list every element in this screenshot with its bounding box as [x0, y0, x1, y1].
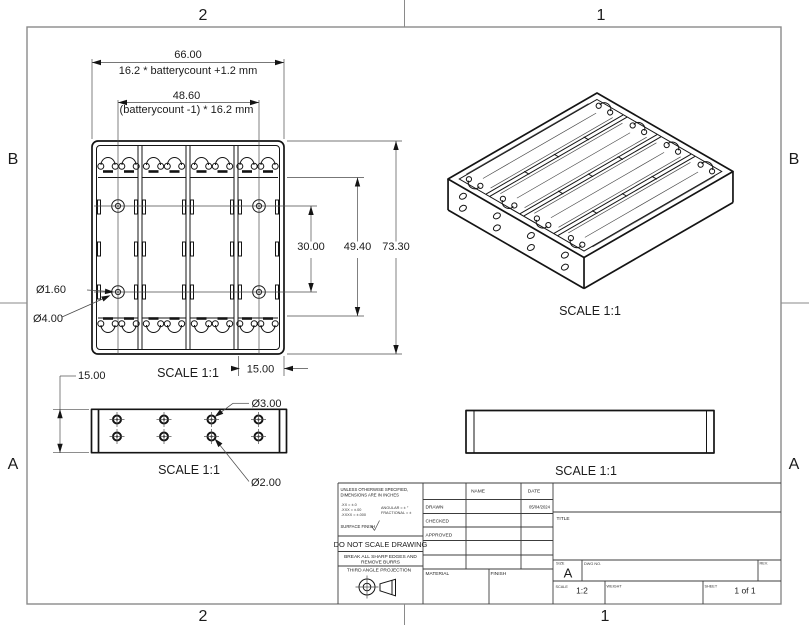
title-block-lines	[337, 482, 781, 604]
bottom-scale-label: SCALE 1:1	[158, 463, 220, 477]
bottom-view-geometry	[90, 408, 288, 454]
dim-total-height: 73.30	[382, 241, 410, 253]
side-scale-label: SCALE 1:1	[555, 464, 617, 478]
tb-size-label: SIZE	[556, 562, 565, 566]
dim-end-offset: 15.00	[247, 364, 275, 376]
tb-sheet-value: 1 of 1	[734, 586, 756, 596]
tb-rev-label: REV.	[760, 562, 769, 566]
iso-scale-label: SCALE 1:1	[559, 304, 621, 318]
tb-scale-value: 1:2	[576, 586, 588, 596]
front-view-geometry	[91, 100, 317, 355]
tb-material-label: MATERIAL	[426, 571, 450, 577]
dim-pilot-hole-dia: Ø1.60	[36, 284, 66, 296]
tb-weight-label: WEIGHT	[607, 585, 623, 589]
dim-contact-span: 49.40	[344, 241, 372, 253]
tb-tol3: .XXXX = ±.000	[341, 513, 366, 517]
tb-surface-finish: SURFACE FINISH	[341, 524, 376, 529]
dim-counterbore-dia: Ø4.00	[33, 313, 63, 325]
tb-projection-label: THIRD ANGLE PROJECTION	[347, 568, 412, 574]
zone-label-right-top: B	[789, 151, 800, 168]
dim-bottom-height: 15.00	[78, 370, 106, 382]
tb-drawn-date: 05/04/2024	[529, 505, 551, 510]
dim-hole-row-spacing: 30.00	[297, 241, 325, 253]
tb-approved-label: APPROVED	[426, 533, 453, 539]
tb-drawn-label: DRAWN	[426, 505, 444, 511]
dimension-lines	[53, 59, 402, 482]
tb-tol1: .XX = ±.0	[341, 503, 357, 507]
zone-label-left-bottom: A	[8, 456, 19, 473]
tb-tol2: .XXX = ±.00	[341, 508, 361, 512]
tb-deburr1: BREAK ALL SHARP EDGES AND	[344, 554, 417, 560]
zone-label-top-right: 1	[597, 7, 606, 24]
tb-do-not-scale: DO NOT SCALE DRAWING	[334, 540, 428, 549]
dim-hole-span-formula: (batterycount -1) * 16.2 mm	[120, 104, 254, 116]
tb-scale-label: SCALE	[556, 585, 569, 589]
tb-dwg-no-label: DWG NO.	[584, 562, 601, 566]
zone-label-right-bottom: A	[789, 456, 800, 473]
tb-name-header: NAME	[471, 489, 485, 495]
dim-bottom-hole-dia: Ø3.00	[252, 398, 282, 410]
zone-label-top-left: 2	[199, 7, 208, 24]
dim-bottom-small-dia: Ø2.00	[251, 477, 281, 489]
front-scale-label: SCALE 1:1	[157, 366, 219, 380]
tb-date-header: DATE	[528, 489, 540, 495]
tb-sheet-label: SHEET	[705, 585, 718, 589]
tb-size-value: A	[564, 566, 573, 581]
zone-label-bottom-right: 1	[601, 608, 610, 625]
tb-tol-fractional: FRACTIONAL = ±	[381, 511, 411, 515]
tb-checked-label: CHECKED	[426, 519, 450, 525]
tb-finish-label: FINISH	[491, 571, 507, 577]
dim-total-width-formula: 16.2 * batterycount +1.2 mm	[119, 65, 258, 77]
tb-title-label: TITLE	[557, 516, 570, 522]
tb-spec-line2: DIMENSIONS ARE IN INCHES	[341, 493, 400, 498]
side-view-geometry	[465, 409, 715, 454]
tb-spec-line1: UNLESS OTHERWISE SPECIFIED,	[341, 487, 409, 492]
zone-label-bottom-left: 2	[199, 608, 208, 625]
dim-hole-span: 48.60	[173, 90, 201, 102]
isometric-view-geometry	[447, 92, 734, 290]
tb-tol-angular: ANGULAR = ± °	[381, 506, 409, 510]
tb-deburr2: REMOVE BURRS	[361, 560, 400, 566]
zone-label-left-top: B	[8, 151, 19, 168]
dim-total-width: 66.00	[174, 49, 202, 61]
